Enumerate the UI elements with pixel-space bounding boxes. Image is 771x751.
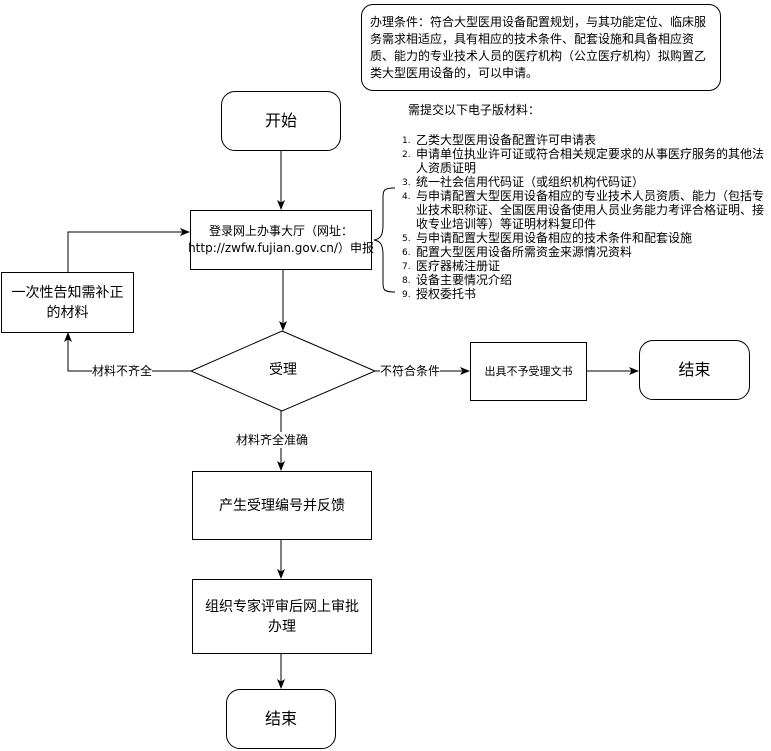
material-item-1: 1.乙类大型医用设备配置许可申请表	[402, 133, 597, 147]
end-node-right: 结束	[639, 340, 750, 400]
review-label-line1: 组织专家评审后网上审批	[205, 598, 359, 615]
material-item-6: 6.配置大型医用设备所需资金来源情况资料	[402, 245, 633, 259]
conditions-note: 办理条件：符合大型医用设备配置规划，与其功能定位、临床服务需求相适应，具有相应的…	[361, 4, 721, 91]
notify-node: 一次性告知需补正 的材料	[1, 272, 134, 333]
notify-label-line1: 一次性告知需补正	[11, 284, 124, 301]
material-item-7: 7.医疗器械注册证	[402, 259, 501, 273]
edge-label-not-eligible: 不符合条件	[380, 363, 441, 379]
edge-label-complete: 材料齐全准确	[236, 432, 309, 448]
portal-label-line2: http://zwfw.fujian.gov.cn/）申报	[188, 241, 374, 255]
accept-diamond-shape	[189, 330, 377, 412]
materials-list: 需提交以下电子版材料： 1.乙类大型医用设备配置许可申请表 2.申请单位执业许可…	[388, 103, 768, 301]
material-item-8: 8.设备主要情况介绍	[402, 273, 513, 287]
feedback-label: 产生受理编号并反馈	[219, 497, 345, 514]
review-node: 组织专家评审后网上审批 办理	[192, 579, 372, 654]
edge-notify-portal	[67, 228, 190, 272]
material-item-5: 5.与申请配置大型医用设备相应的技术条件和配套设施	[402, 231, 693, 245]
edge-label-incomplete: 材料不齐全	[92, 363, 153, 379]
reject-doc-label: 出具不予受理文书	[484, 365, 573, 378]
notify-label-line2: 的材料	[46, 304, 89, 321]
portal-label-line1: 登录网上办事大厅（网址：	[208, 224, 353, 238]
material-item-3: 3.统一社会信用代码证（或组织机构代码证）	[402, 175, 645, 189]
material-item-4: 4.与申请配置大型医用设备相应的专业技术人员资质、能力（包括专业技术职称证、全国…	[402, 189, 765, 231]
end-right-label: 结束	[678, 360, 711, 379]
material-item-9: 9.授权委托书	[402, 287, 477, 301]
portal-node: 登录网上办事大厅（网址： http://zwfw.fujian.gov.cn/）…	[188, 210, 374, 270]
start-node: 开始	[221, 91, 341, 151]
material-item-2: 2.申请单位执业许可证或符合相关规定要求的从事医疗服务的其他法人资质证明	[402, 147, 765, 175]
materials-title: 需提交以下电子版材料：	[408, 103, 541, 117]
reject-doc-node: 出具不予受理文书	[470, 342, 587, 401]
review-label-line2: 办理	[268, 618, 296, 635]
end-bottom-label: 结束	[264, 709, 297, 728]
feedback-node: 产生受理编号并反馈	[192, 471, 372, 540]
accept-decision-label: 受理	[269, 362, 297, 378]
end-node-bottom: 结束	[226, 689, 336, 749]
materials-items: 1.乙类大型医用设备配置许可申请表 2.申请单位执业许可证或符合相关规定要求的从…	[388, 133, 768, 301]
start-label: 开始	[264, 111, 297, 130]
materials-brace	[373, 187, 396, 293]
